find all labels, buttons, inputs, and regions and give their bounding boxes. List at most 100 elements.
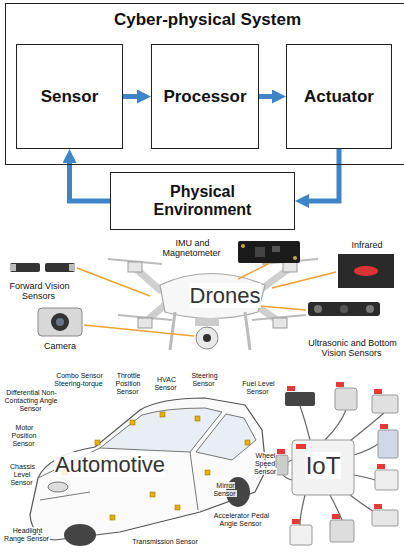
process-box: Processor bbox=[151, 44, 259, 149]
label-holder: Wheel Speed Sensor bbox=[254, 452, 276, 476]
label-holder: Headlight Range Sensor bbox=[2, 527, 52, 543]
flow-arrow bbox=[70, 157, 111, 201]
part-label: IMU and Magnetometer bbox=[162, 238, 221, 258]
part-label: Ultrasonic and Bottom Vision Sensors bbox=[307, 338, 397, 358]
drone-illustration-part bbox=[170, 312, 250, 350]
car-illustration-part bbox=[196, 414, 256, 460]
drone-sensor-parts-part bbox=[308, 302, 380, 316]
box-label: Sensor bbox=[41, 87, 99, 107]
car-illustration-part bbox=[150, 492, 155, 497]
drone-sensor-parts-part bbox=[255, 247, 265, 257]
iot-illustration-part bbox=[372, 395, 398, 413]
iot-illustration-part bbox=[378, 430, 398, 458]
car-illustration-part bbox=[38, 448, 198, 510]
car-illustration-part bbox=[95, 440, 100, 445]
drone-illustration-part bbox=[283, 262, 297, 272]
drone-sensor-parts-part bbox=[69, 264, 75, 271]
part-label: Fuel Level Sensor bbox=[241, 380, 274, 395]
label-holder: HVAC Sensor bbox=[150, 376, 182, 392]
label-holder: Mirror Sensor bbox=[212, 482, 238, 498]
box-label: Processor bbox=[163, 87, 246, 107]
iot-illustration-part bbox=[296, 444, 306, 449]
part-label: Chassis Level Sensor bbox=[9, 463, 35, 486]
drone-sensor-parts-part bbox=[238, 241, 300, 263]
process-box: Actuator bbox=[286, 44, 392, 149]
drone-sensor-parts-part bbox=[366, 305, 374, 313]
drone-leader-lines bbox=[77, 264, 336, 336]
label-holder: Chassis Level Sensor bbox=[2, 463, 42, 487]
iot-illustration-part bbox=[372, 510, 398, 526]
part-label: Steering Sensor bbox=[190, 372, 217, 387]
drone-illustration bbox=[108, 259, 318, 350]
flow-arrow bbox=[123, 94, 143, 99]
car-illustration-part bbox=[160, 412, 165, 417]
iot-illustration-part bbox=[300, 495, 305, 525]
iot-illustration-part bbox=[290, 525, 312, 545]
drone-sensor-parts-part bbox=[338, 254, 394, 288]
flow-arrow bbox=[303, 149, 339, 201]
label-holder: Accelerator Pedal Angle Sensor bbox=[212, 512, 270, 528]
part-label: Differential Non-Contacting Angle Sensor bbox=[5, 389, 58, 412]
drone-sensor-parts-part bbox=[241, 244, 245, 248]
drone-sensor-parts-part bbox=[51, 313, 69, 331]
frame-title: Cyber-physical System bbox=[6, 4, 404, 30]
drone-illustration-part bbox=[135, 268, 290, 322]
iot-illustration-part bbox=[277, 382, 388, 524]
label-holder: Drones bbox=[175, 283, 275, 308]
process-box: Sensor bbox=[16, 44, 123, 149]
label-holder: Fuel Level Sensor bbox=[236, 380, 280, 396]
drone-sensor-parts-part bbox=[340, 305, 348, 313]
category-label: Automotive bbox=[54, 452, 166, 477]
iot-illustration-part bbox=[374, 389, 382, 394]
part-label: Accelerator Pedal Angle Sensor bbox=[213, 512, 269, 527]
label-holder: Combo Sensor Steering-torque bbox=[52, 372, 106, 388]
system-frame: Cyber-physical SystemSensor Processor Actu… bbox=[5, 3, 404, 165]
iot-illustration-part bbox=[283, 475, 292, 480]
box-label: Physical Environment bbox=[143, 183, 263, 220]
part-label: Forward Vision Sensors bbox=[9, 281, 70, 301]
drone-sensor-parts-part bbox=[38, 308, 82, 336]
iot-illustration-part bbox=[283, 406, 384, 525]
drone-sensor-parts-part bbox=[272, 246, 280, 252]
category-label: IoT bbox=[305, 452, 342, 479]
car-illustration-part bbox=[195, 416, 200, 421]
iot-illustration-part bbox=[300, 406, 310, 440]
iot-illustration-part bbox=[292, 440, 354, 495]
drone-illustration-part bbox=[138, 318, 152, 328]
iot-illustration-part bbox=[354, 475, 375, 480]
label-holder: IoT bbox=[293, 452, 353, 480]
iot-illustration-part bbox=[336, 382, 344, 387]
part-label: Headlight Range Sensor bbox=[4, 527, 50, 542]
iot-illustration-part bbox=[325, 410, 346, 440]
label-holder: Automotive bbox=[45, 452, 175, 477]
flow-arrow bbox=[259, 94, 278, 99]
iot-illustration-part bbox=[292, 519, 300, 524]
part-label: Throttle Position Sensor bbox=[116, 372, 141, 395]
iot-illustration-part bbox=[277, 449, 285, 454]
car-illustration-part bbox=[64, 524, 96, 546]
car-illustration-part bbox=[245, 440, 250, 445]
label-holder: Infrared bbox=[340, 240, 394, 250]
label-holder: Camera bbox=[28, 341, 92, 351]
label-holder: IMU and Magnetometer bbox=[150, 238, 234, 259]
iot-illustration-part bbox=[374, 504, 382, 509]
drone-sensor-parts-part bbox=[45, 263, 75, 272]
drone-illustration-part bbox=[108, 259, 318, 320]
label-holder: Ultrasonic and Bottom Vision Sensors bbox=[304, 338, 400, 359]
part-label: Mirror Sensor bbox=[213, 482, 236, 497]
part-label: Infrared bbox=[350, 240, 383, 250]
part-label: Transmission Sensor bbox=[131, 538, 199, 545]
part-label: Camera bbox=[43, 341, 77, 351]
iot-illustration-part bbox=[377, 464, 385, 469]
drone-illustration-part bbox=[160, 274, 265, 319]
drone-sensor-parts-part bbox=[10, 263, 40, 272]
iot-illustration-part bbox=[380, 424, 388, 429]
part-label: Motor Position Sensor bbox=[12, 424, 37, 447]
iot-illustration-part bbox=[276, 455, 288, 475]
iot-illustration-part bbox=[335, 388, 357, 410]
process-box: Physical Environment bbox=[110, 172, 295, 230]
drone-leader-lines-part bbox=[238, 264, 268, 279]
drone-illustration-part bbox=[128, 262, 142, 272]
iot-illustration-part bbox=[354, 444, 378, 455]
